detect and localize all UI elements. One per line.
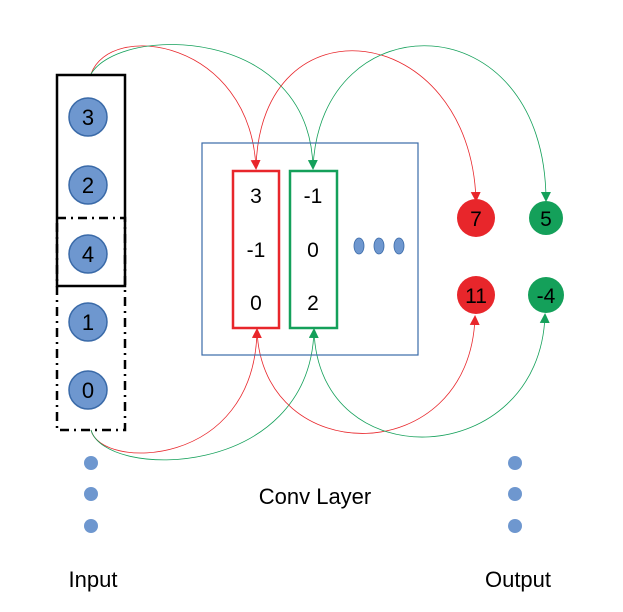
conv-layer-box (201, 142, 419, 356)
filter-red-weight: 3 (250, 185, 262, 208)
conv-layer-label: Conv Layer (259, 484, 372, 509)
input-node: 3 (68, 97, 108, 137)
input-window-dashed (55, 216, 127, 432)
input-window-solid (55, 73, 127, 288)
red-arrow-input-to-filter1-bottom (90, 328, 262, 454)
output-node-value: 7 (470, 208, 482, 231)
input-node-value: 2 (82, 173, 94, 198)
input-node: 1 (68, 302, 108, 342)
output-ellipsis (508, 456, 522, 533)
filter-green: -1 0 2 (288, 169, 339, 330)
input-node: 0 (68, 370, 108, 410)
input-node-value: 1 (82, 310, 94, 335)
input-nodes: 3 2 4 1 0 (68, 97, 108, 410)
filter-red-weight: 0 (250, 292, 262, 315)
filter-green-weight: -1 (304, 185, 323, 208)
red-arrow-input-to-filter1 (90, 45, 261, 170)
input-node-value: 0 (82, 378, 94, 403)
output-node-value: 5 (540, 208, 552, 231)
output-node-red: 7 (457, 199, 495, 237)
red-arrow-filter1-to-output11 (256, 315, 480, 434)
output-label: Output (485, 567, 551, 592)
input-node: 2 (68, 165, 108, 205)
output-node-value: 11 (465, 285, 487, 308)
output-node-red: 11 (457, 276, 495, 314)
green-arrow-filter2-to-output5 (312, 45, 551, 202)
green-arrow-input-to-filter2 (90, 44, 318, 170)
input-node-value: 3 (82, 105, 94, 130)
green-arrow-input-to-filter2-bottom (90, 328, 319, 461)
filter-red: 3 -1 0 (231, 169, 281, 330)
filter-ellipsis (353, 237, 405, 255)
output-node-green: 5 (529, 201, 563, 235)
input-ellipsis (84, 456, 98, 533)
filter-green-weight: 0 (307, 239, 319, 262)
filter-red-weight: -1 (247, 239, 266, 262)
output-node-value: -4 (537, 285, 556, 308)
input-node-value: 4 (82, 242, 94, 267)
input-node: 4 (68, 234, 108, 274)
filter-green-weight: 2 (307, 292, 319, 315)
output-node-green: -4 (528, 277, 564, 313)
green-arrow-filter2-to-output-4 (313, 313, 550, 438)
input-label: Input (69, 567, 118, 592)
output-nodes: 7 11 5 -4 (457, 199, 564, 314)
